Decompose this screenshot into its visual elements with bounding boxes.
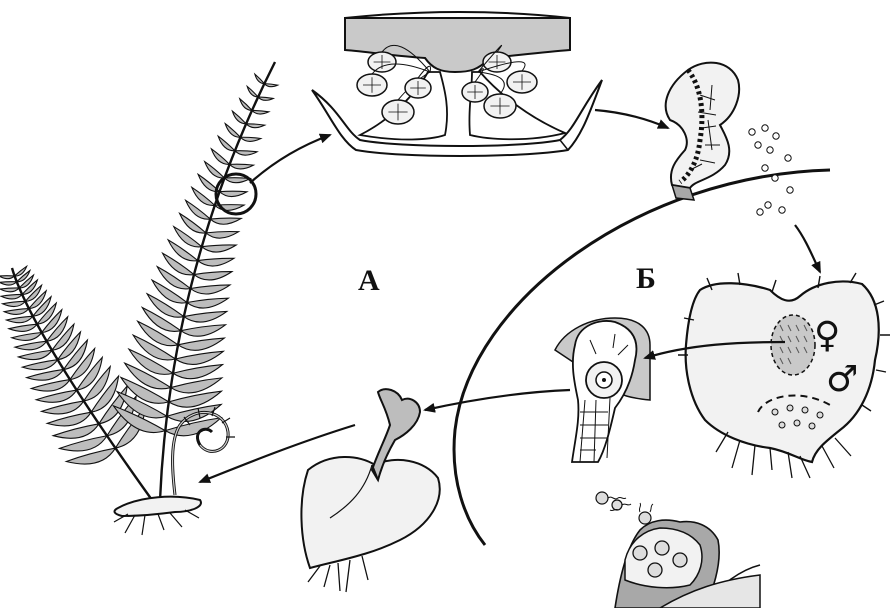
pinna bbox=[178, 338, 224, 350]
pinna bbox=[252, 110, 269, 114]
pinna bbox=[31, 380, 70, 392]
pinna bbox=[206, 232, 239, 239]
pinna bbox=[194, 272, 232, 280]
antheridium bbox=[809, 423, 815, 429]
pinna bbox=[247, 86, 258, 97]
arrow-spores-to-prothallus bbox=[795, 225, 820, 272]
antheridium bbox=[802, 407, 808, 413]
antheridium bbox=[772, 409, 778, 415]
pinna bbox=[211, 149, 229, 165]
pinna bbox=[240, 99, 252, 111]
antheridium bbox=[779, 422, 785, 428]
spore bbox=[749, 129, 755, 135]
pinna bbox=[258, 97, 273, 100]
antheridium bbox=[794, 420, 800, 426]
spore bbox=[772, 175, 778, 181]
pinna bbox=[15, 341, 47, 350]
pinna bbox=[184, 311, 227, 322]
pinna bbox=[22, 360, 57, 370]
archegonia-cluster bbox=[771, 315, 815, 375]
pinna bbox=[235, 151, 257, 155]
spore bbox=[773, 133, 779, 139]
antheridium bbox=[787, 405, 793, 411]
pinna bbox=[190, 285, 230, 294]
pinna bbox=[0, 288, 19, 292]
spores bbox=[749, 125, 793, 215]
pinna bbox=[173, 365, 223, 379]
pinna bbox=[3, 301, 26, 306]
pinna bbox=[6, 316, 32, 323]
pinna bbox=[205, 162, 225, 178]
rhizome bbox=[115, 497, 201, 516]
spore bbox=[787, 187, 793, 193]
pinna bbox=[220, 191, 247, 196]
frond-right bbox=[114, 62, 278, 500]
pinna bbox=[0, 282, 17, 285]
pinna bbox=[4, 309, 29, 315]
pinna bbox=[12, 332, 42, 340]
pinna bbox=[171, 378, 222, 393]
pinna bbox=[225, 124, 240, 138]
pinna bbox=[246, 124, 265, 128]
fern-plant bbox=[0, 62, 278, 535]
young-sporophyte bbox=[301, 389, 439, 592]
antheridium bbox=[817, 412, 823, 418]
pinna bbox=[198, 258, 234, 266]
pinna bbox=[187, 298, 228, 308]
pinna bbox=[1, 294, 22, 299]
pinna bbox=[240, 137, 260, 141]
spore bbox=[785, 155, 791, 161]
female-symbol: ♀ bbox=[814, 318, 840, 354]
pinna bbox=[264, 84, 277, 87]
pinna bbox=[9, 324, 37, 331]
arrow-frond-to-sorus bbox=[250, 135, 330, 183]
pinna bbox=[181, 325, 226, 336]
spore bbox=[767, 147, 773, 153]
pinna bbox=[42, 401, 84, 414]
spore bbox=[779, 207, 785, 213]
arrow-archegonium-to-young-sporophyte bbox=[425, 390, 570, 410]
pinna bbox=[175, 351, 223, 364]
pinna bbox=[230, 164, 254, 169]
sporangium-releasing-spores bbox=[666, 63, 739, 200]
stage-label-sporophyte: А bbox=[358, 264, 380, 298]
pinna bbox=[202, 245, 236, 252]
pinna bbox=[169, 391, 222, 407]
sorus-cross-section bbox=[312, 12, 602, 156]
pinna bbox=[255, 74, 265, 84]
pinna bbox=[218, 136, 235, 151]
pinna bbox=[18, 350, 51, 359]
spore bbox=[762, 125, 768, 131]
stage-label-gametophyte: Б bbox=[636, 262, 656, 296]
pinna bbox=[36, 390, 76, 402]
spore bbox=[762, 165, 768, 171]
pinna bbox=[0, 276, 15, 279]
arrow-sorus-to-sporangium bbox=[595, 110, 668, 128]
spore bbox=[757, 209, 763, 215]
male-symbol: ♂ bbox=[826, 362, 858, 398]
spore bbox=[755, 142, 761, 148]
pinna bbox=[210, 218, 241, 224]
pinna bbox=[232, 111, 246, 124]
spore bbox=[765, 202, 771, 208]
fertilization-detail bbox=[596, 492, 760, 608]
pinna bbox=[27, 369, 64, 380]
